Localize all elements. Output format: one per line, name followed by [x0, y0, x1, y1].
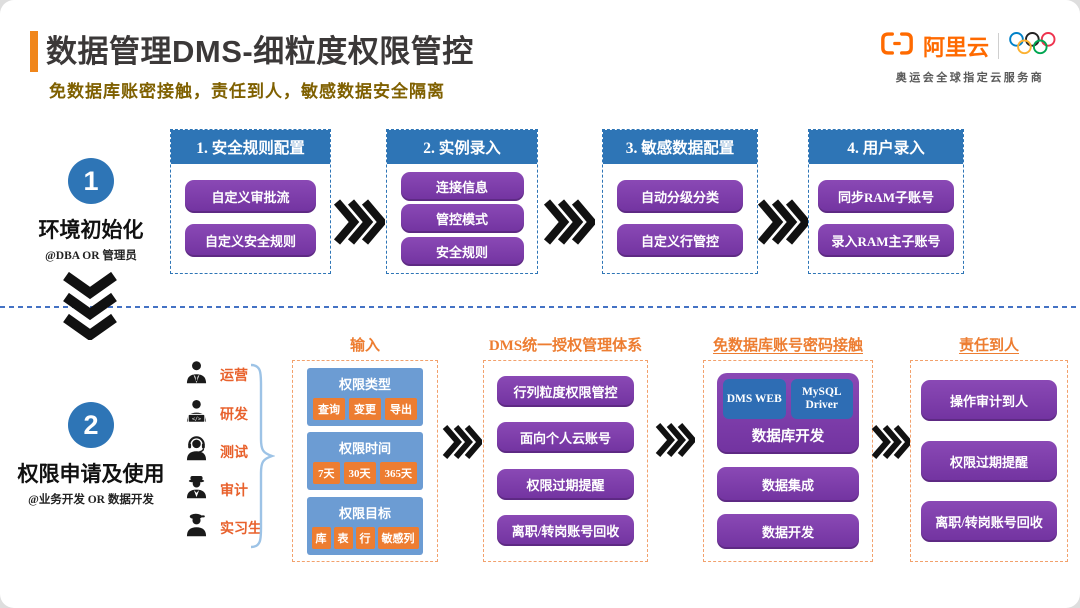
step-item: 同步RAM子账号: [818, 179, 954, 213]
title-accent-bar: [30, 31, 38, 72]
input-chip: 库: [311, 526, 331, 549]
role-label: 审计: [220, 484, 248, 499]
role-row: </> 研发: [183, 398, 248, 430]
input-group-permission-type: 权限类型 查询 变更 导出: [307, 367, 423, 426]
role-row: 测试: [183, 436, 248, 468]
step-box-sensitive-data: 3. 敏感数据配置 自动分级分类 自定义行管控: [602, 129, 758, 274]
step-item: 自定义安全规则: [185, 224, 316, 258]
stage2-label-block: 2 权限申请及使用 @业务开发 OR 数据开发: [16, 402, 166, 507]
step-item: 自定义行管控: [616, 224, 744, 258]
nopass-item: 数据集成: [717, 466, 859, 502]
input-chip: 365天: [379, 462, 417, 484]
role-icon-tester: [183, 436, 210, 468]
role-row: 实习生: [183, 512, 262, 544]
client-box-dms-web: DMS WEB: [723, 379, 786, 420]
dms-item: 面向个人云账号: [497, 422, 634, 454]
step-box-instance-entry: 2. 实例录入 连接信息 管控模式 安全规则: [386, 129, 538, 274]
role-row: 运营: [183, 359, 248, 391]
step-header: 3. 敏感数据配置: [603, 130, 757, 164]
flow-arrow-icon: [757, 199, 812, 250]
input-column-header: 输入: [349, 338, 380, 354]
logo-divider: [998, 33, 999, 59]
step-header: 2. 实例录入: [387, 130, 537, 164]
client-stack-label: 数据库开发: [751, 429, 825, 446]
flow-arrow-icon: [333, 199, 388, 250]
input-group-permission-time: 权限时间 7天 30天 365天: [307, 432, 423, 490]
flow-arrow-icon: [543, 199, 598, 250]
stage-divider-line: [0, 306, 1080, 308]
stage-divider-chevrons-icon: [62, 271, 118, 345]
input-column-box: 权限类型 查询 变更 导出 权限时间 7天 30天 365天 权限目标 库 表 …: [292, 360, 438, 562]
input-chip: 查询: [313, 397, 345, 420]
stage2-number-badge: 2: [68, 402, 114, 448]
flow-arrow-icon: [655, 422, 697, 463]
step-box-security-rules: 1. 安全规则配置 自定义审批流 自定义安全规则: [170, 129, 331, 274]
nopass-column-header: 免数据库账号密码接触: [712, 338, 863, 354]
accountability-column-header: 责任到人: [958, 338, 1019, 354]
role-icon-operations: [183, 359, 210, 391]
step-header: 1. 安全规则配置: [171, 130, 330, 164]
role-icon-intern: [183, 512, 210, 544]
roles-brace: [247, 363, 276, 554]
olympic-rings-icon: [1008, 31, 1060, 61]
input-group-title: 权限目标: [338, 505, 391, 521]
page-title: 数据管理DMS-细粒度权限管控: [46, 34, 474, 69]
client-stack: DMS WEB MySQL Driver 数据库开发: [717, 373, 859, 455]
input-chip: 导出: [385, 397, 417, 420]
step-box-user-entry: 4. 用户录入 同步RAM子账号 录入RAM主子账号: [808, 129, 964, 274]
alibaba-cloud-logo: 阿里云 奥运会全球指定云服务商: [872, 30, 1068, 85]
input-group-title: 权限类型: [338, 376, 391, 392]
logo-tagline: 奥运会全球指定云服务商: [895, 72, 1045, 84]
dms-item: 行列粒度权限管控: [497, 376, 634, 408]
flow-arrow-icon: [442, 424, 484, 465]
stage2-label: 权限申请及使用: [17, 462, 165, 486]
role-label: 实习生: [220, 522, 262, 537]
accountability-item: 权限过期提醒: [921, 440, 1057, 482]
dms-item: 离职/转岗账号回收: [497, 514, 634, 546]
step-item: 安全规则: [400, 236, 524, 266]
flow-arrow-icon: [871, 424, 913, 465]
input-chip: 表: [333, 526, 353, 549]
stage2-sublabel: @业务开发 OR 数据开发: [28, 494, 154, 506]
input-chip: 30天: [343, 462, 376, 484]
accountability-item: 操作审计到人: [921, 380, 1057, 422]
stage1-label-block: 1 环境初始化 @DBA OR 管理员: [16, 158, 166, 263]
input-group-title: 权限时间: [338, 441, 391, 456]
nopass-item: 数据开发: [717, 513, 859, 549]
client-box-mysql-driver: MySQL Driver: [790, 379, 853, 420]
role-label: 研发: [220, 408, 248, 423]
dms-item: 权限过期提醒: [497, 468, 634, 500]
role-icon-auditor: [183, 474, 210, 506]
step-item: 管控模式: [400, 204, 524, 233]
stage1-label: 环境初始化: [38, 218, 144, 242]
step-item: 录入RAM主子账号: [818, 224, 954, 258]
step-header: 4. 用户录入: [809, 130, 963, 164]
stage1-number-badge: 1: [68, 158, 114, 204]
step-item: 自动分级分类: [616, 179, 744, 213]
svg-text:</>: </>: [192, 416, 201, 422]
page-subtitle: 免数据库账密接触，责任到人，敏感数据安全隔离: [49, 82, 445, 101]
role-row: 审计: [183, 474, 248, 506]
role-label: 测试: [220, 446, 248, 461]
input-chip: 行: [355, 526, 375, 549]
role-icon-developer: </>: [183, 398, 210, 430]
step-item: 自定义审批流: [185, 179, 316, 213]
stage1-sublabel: @DBA OR 管理员: [45, 250, 137, 262]
input-chip: 变更: [349, 397, 381, 420]
input-chip: 敏感列: [377, 526, 419, 549]
accountability-column-box: 操作审计到人 权限过期提醒 离职/转岗账号回收: [910, 360, 1068, 562]
alibaba-bracket-icon: [880, 31, 914, 61]
dms-column-box: 行列粒度权限管控 面向个人云账号 权限过期提醒 离职/转岗账号回收: [483, 360, 648, 562]
alibaba-brand-name: 阿里云: [922, 35, 989, 60]
step-item: 连接信息: [400, 171, 524, 201]
accountability-item: 离职/转岗账号回收: [921, 500, 1057, 542]
input-group-permission-target: 权限目标 库 表 行 敏感列: [307, 496, 423, 555]
role-label: 运营: [220, 369, 248, 384]
dms-column-header: DMS统一授权管理体系: [488, 338, 643, 354]
nopass-column-box: DMS WEB MySQL Driver 数据库开发 数据集成 数据开发: [703, 360, 873, 562]
input-chip: 7天: [313, 462, 340, 484]
